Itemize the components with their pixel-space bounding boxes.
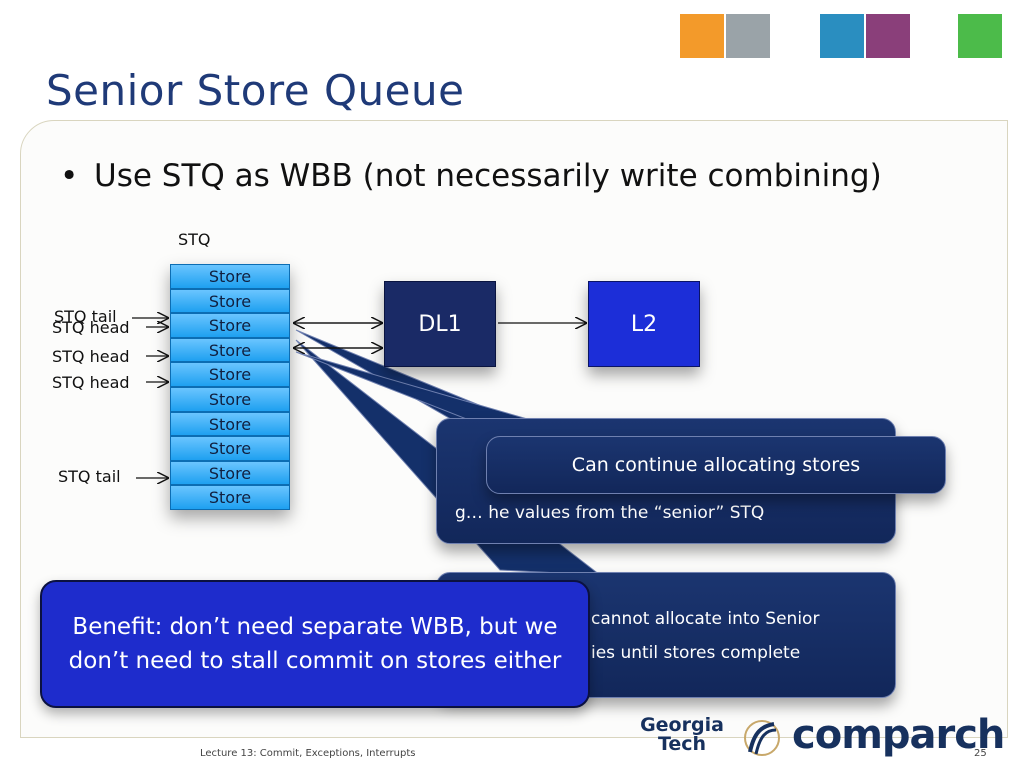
stq-entry: Store (170, 337, 290, 363)
stq-head-pointer-label: STQ head (52, 318, 130, 337)
stq-label: STQ (178, 230, 211, 249)
comparch-logo: comparch (792, 712, 1005, 758)
stq-entry: Store (170, 288, 290, 314)
store-queue: Store Store Store Store Store Store Stor… (170, 264, 290, 510)
stq-tail-pointer-label: STQ tail (54, 307, 117, 326)
orange-square-decoration (680, 14, 724, 58)
comparch-wave-icon (744, 720, 780, 756)
stq-head-pointer-label: STQ head (52, 347, 130, 366)
slide-title: Senior Store Queue (46, 66, 465, 115)
bullet-point: • Use STQ as WBB (not necessarily write c… (60, 158, 882, 194)
bullet-dot: • (60, 158, 79, 194)
stq-entry: Store (170, 411, 290, 437)
bullet-text: Use STQ as WBB (not necessarily write co… (94, 158, 882, 194)
georgia-tech-logo: Georgia Tech (636, 716, 728, 754)
stq-entry: Store (170, 436, 290, 461)
lecture-footer: Lecture 13: Commit, Exceptions, Interrup… (200, 748, 416, 759)
stq-entry: Store (170, 460, 290, 486)
logo-text: Georgia (640, 714, 724, 736)
benefit-box: Benefit: don’t need separate WBB, but we… (40, 580, 590, 708)
stq-entry: Store (170, 386, 290, 412)
stq-head-pointer-label: STQ head (52, 373, 130, 392)
stq-entry: Store (170, 485, 290, 510)
callout-text: cannot allocate into Senior (591, 609, 820, 629)
page-number: 25 (974, 748, 987, 759)
chip-square-decoration (866, 14, 910, 58)
blue-square-decoration (820, 14, 864, 58)
callout-text: g… he values from the “senior” STQ (455, 503, 765, 523)
continue-allocating-callout: Can continue allocating stores (486, 436, 946, 494)
stq-entry: Store (170, 313, 290, 338)
logo-text: Tech (657, 733, 707, 755)
stq-entry: Store (170, 362, 290, 387)
stq-entry: Store (170, 264, 290, 289)
callout-text: ies until stores complete (591, 643, 801, 663)
green-square-decoration (958, 14, 1002, 58)
l2-cache-box: L2 (588, 281, 700, 367)
photo-square-decoration (726, 14, 770, 58)
dl1-cache-box: DL1 (384, 281, 496, 367)
stq-tail-pointer-label: STQ tail (58, 467, 121, 486)
